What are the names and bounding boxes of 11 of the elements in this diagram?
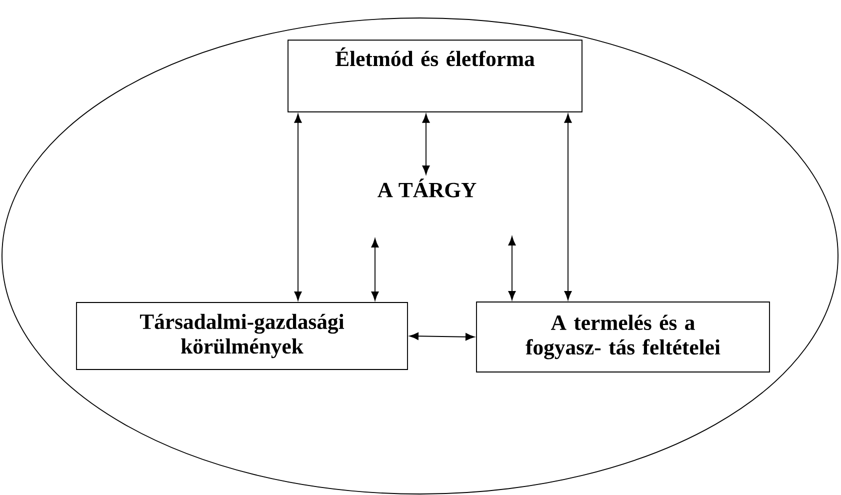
arrow [508, 236, 516, 300]
text-box: Életmód és életforma [288, 40, 582, 112]
ellipse-outline [2, 18, 838, 494]
text-box: Társadalmi-gazdasági körülmények [76, 302, 408, 370]
arrow [409, 332, 475, 341]
text-box: A termelés és a fogyasz- tás feltételei [476, 302, 770, 372]
arrow [294, 114, 302, 301]
arrow [422, 114, 430, 175]
arrow [371, 238, 379, 301]
arrow [564, 114, 572, 300]
center-label: A TÁRGY [378, 178, 476, 198]
